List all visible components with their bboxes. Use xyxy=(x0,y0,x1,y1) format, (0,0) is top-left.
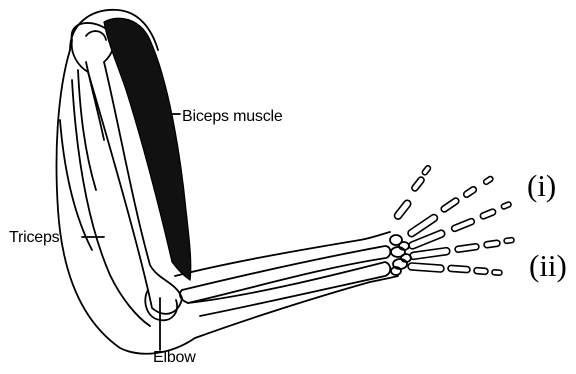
elbow-label: Elbow xyxy=(153,350,196,366)
forearm-outline-lower xyxy=(195,276,398,338)
humeral-head xyxy=(86,31,106,40)
radius-bone xyxy=(180,246,390,303)
biceps-muscle xyxy=(104,18,191,280)
triceps-label: Triceps xyxy=(9,230,59,246)
hand-bones xyxy=(393,165,514,276)
ulna-bone xyxy=(188,262,390,316)
marker-i-label: (i) xyxy=(527,170,556,201)
marker-ii-label: (ii) xyxy=(529,250,567,281)
biceps-label: Biceps muscle xyxy=(182,109,283,125)
elbow-joint xyxy=(145,290,177,320)
